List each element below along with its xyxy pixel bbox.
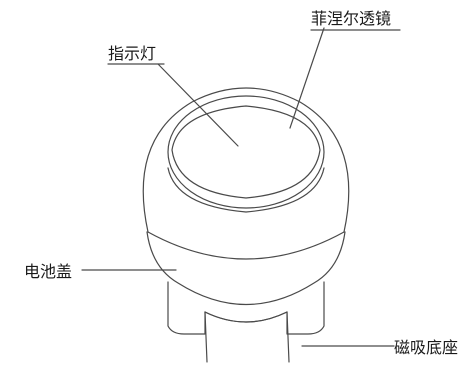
sphere-outline — [142, 87, 350, 233]
base-stem — [204, 311, 290, 363]
leader-fresnel — [289, 27, 325, 129]
label-magnetic-base: 磁吸底座 — [394, 338, 459, 357]
fresnel-lens-inner — [171, 105, 321, 199]
label-fresnel-lens: 菲涅尔透镜 — [311, 9, 392, 28]
label-battery-cover: 电池盖 — [24, 262, 73, 281]
lens-shadow-rim — [167, 167, 325, 213]
base-collar — [167, 281, 325, 335]
sphere-seam — [147, 231, 345, 260]
leader-indicator — [157, 63, 239, 147]
fresnel-lens-outer — [167, 95, 325, 209]
label-indicator-light: 指示灯 — [108, 44, 157, 63]
battery-cover — [146, 231, 346, 305]
